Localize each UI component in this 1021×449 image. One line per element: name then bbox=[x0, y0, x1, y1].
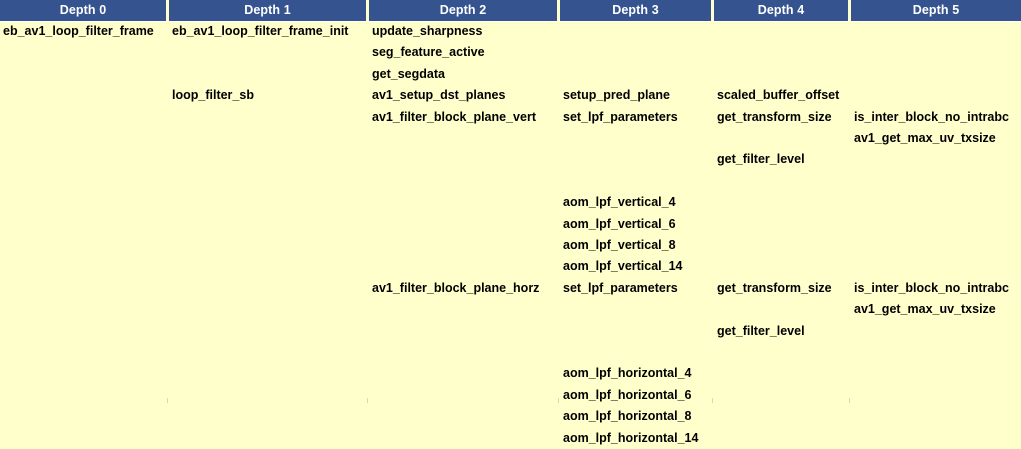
table-cell-r3-depth1[interactable]: loop_filter_sb bbox=[172, 88, 254, 102]
column-divider-1 bbox=[167, 398, 168, 403]
table-cell-r9-depth3[interactable]: aom_lpf_vertical_6 bbox=[563, 217, 676, 231]
table-cell-r3-depth4[interactable]: scaled_buffer_offset bbox=[717, 88, 840, 102]
table-cell-r16-depth3[interactable]: aom_lpf_horizontal_4 bbox=[563, 366, 692, 380]
column-header-depth-3[interactable]: Depth 3 bbox=[560, 0, 711, 21]
table-cell-r0-depth0[interactable]: eb_av1_loop_filter_frame bbox=[3, 24, 154, 38]
table-cell-r5-depth5[interactable]: av1_get_max_uv_txsize bbox=[854, 131, 996, 145]
column-divider-5 bbox=[849, 398, 850, 403]
table-cell-r4-depth2[interactable]: av1_filter_block_plane_vert bbox=[372, 110, 536, 124]
table-cell-r12-depth4[interactable]: get_transform_size bbox=[717, 281, 832, 295]
table-cell-r3-depth3[interactable]: setup_pred_plane bbox=[563, 88, 670, 102]
table-cell-r3-depth2[interactable]: av1_setup_dst_planes bbox=[372, 88, 506, 102]
table-cell-r4-depth3[interactable]: set_lpf_parameters bbox=[563, 110, 678, 124]
table-cell-r12-depth5[interactable]: is_inter_block_no_intrabc bbox=[854, 281, 1009, 295]
table-cell-r17-depth3[interactable]: aom_lpf_horizontal_6 bbox=[563, 388, 692, 402]
table-cell-r2-depth2[interactable]: get_segdata bbox=[372, 67, 445, 81]
column-divider-2 bbox=[367, 398, 368, 403]
table-cell-r4-depth4[interactable]: get_transform_size bbox=[717, 110, 832, 124]
column-divider-3 bbox=[558, 398, 559, 403]
table-cell-r0-depth2[interactable]: update_sharpness bbox=[372, 24, 483, 38]
table-cell-r12-depth2[interactable]: av1_filter_block_plane_horz bbox=[372, 281, 540, 295]
column-header-depth-5[interactable]: Depth 5 bbox=[851, 0, 1021, 21]
column-header-depth-2[interactable]: Depth 2 bbox=[369, 0, 557, 21]
table-cell-r12-depth3[interactable]: set_lpf_parameters bbox=[563, 281, 678, 295]
column-header-depth-1[interactable]: Depth 1 bbox=[169, 0, 366, 21]
table-body: eb_av1_loop_filter_frame eb_av1_loop_filt… bbox=[0, 21, 1021, 445]
table-cell-r6-depth4[interactable]: get_filter_level bbox=[717, 152, 805, 166]
table-cell-r1-depth2[interactable]: seg_feature_active bbox=[372, 45, 485, 59]
table-cell-r18-depth3[interactable]: aom_lpf_horizontal_8 bbox=[563, 409, 692, 423]
header-bottom-rule bbox=[0, 21, 1021, 22]
table-cell-r13-depth5[interactable]: av1_get_max_uv_txsize bbox=[854, 302, 996, 316]
table-cell-r10-depth3[interactable]: aom_lpf_vertical_8 bbox=[563, 238, 676, 252]
column-divider-4 bbox=[712, 398, 713, 403]
table-cell-r0-depth1[interactable]: eb_av1_loop_filter_frame_init bbox=[172, 24, 349, 38]
table-cell-r4-depth5[interactable]: is_inter_block_no_intrabc bbox=[854, 110, 1009, 124]
column-header-depth-0[interactable]: Depth 0 bbox=[0, 0, 166, 21]
column-header-depth-4[interactable]: Depth 4 bbox=[714, 0, 848, 21]
table-cell-r11-depth3[interactable]: aom_lpf_vertical_14 bbox=[563, 259, 683, 273]
table-cell-r19-depth3[interactable]: aom_lpf_horizontal_14 bbox=[563, 431, 699, 445]
table-cell-r14-depth4[interactable]: get_filter_level bbox=[717, 324, 805, 338]
table-cell-r8-depth3[interactable]: aom_lpf_vertical_4 bbox=[563, 195, 676, 209]
